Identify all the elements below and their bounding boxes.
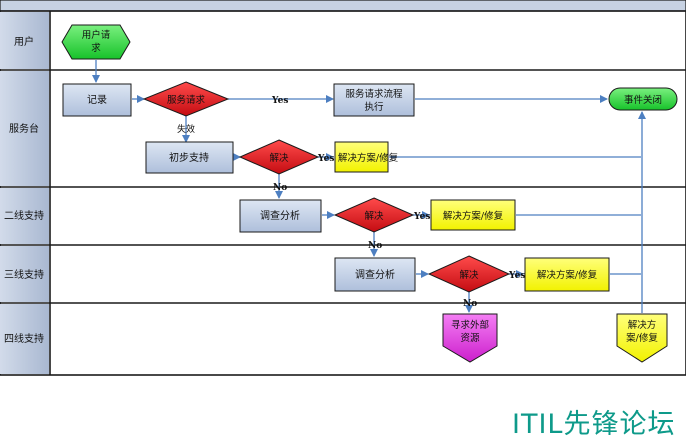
node-resolve-1 [238, 139, 320, 175]
node-external [442, 313, 498, 363]
node-service-request-label: 服务请求 [167, 94, 206, 106]
label-yes-3: Yes [413, 212, 430, 222]
lane-label-servicedesk: 服务台 [9, 122, 39, 135]
connectors [92, 60, 646, 313]
node-resolve-2 [333, 197, 415, 233]
label-no-3: No [463, 299, 477, 309]
node-analysis-2 [239, 199, 322, 233]
node-service-flow-line2: 执行 [364, 101, 384, 113]
node-incident-close-label: 事件关闭 [624, 94, 662, 106]
node-analysis-2-label: 调查分析 [260, 209, 300, 222]
node-solution-1-label: 解决方案/修复 [338, 152, 399, 164]
lane-grid [0, 10, 686, 376]
node-resolve-3 [427, 255, 511, 293]
edge-labels: Yes 失效 Yes No Yes No Yes No [177, 96, 525, 309]
node-solution-3 [524, 257, 610, 292]
node-external-line2: 资源 [460, 333, 480, 344]
node-solution-3-label: 解决方案/修复 [537, 269, 598, 281]
node-incident-close [608, 87, 678, 111]
lane-label-line4: 四线支持 [4, 332, 44, 345]
top-strip [0, 0, 686, 12]
lane-label-user: 用户 [14, 35, 34, 48]
node-user-request-line1: 用户请 [82, 29, 111, 41]
label-no-1: No [273, 183, 287, 193]
lane-header-line3 [0, 246, 49, 302]
watermark-logo: ITIL先锋论坛 [512, 409, 676, 440]
node-solution-2-label: 解决方案/修复 [443, 210, 504, 222]
node-service-flow-line1: 服务请求流程 [345, 88, 403, 100]
node-user-request [61, 24, 131, 60]
lane-header-line2 [0, 188, 49, 244]
node-external-line1: 寻求外部 [451, 319, 489, 331]
lane-header-servicedesk [0, 71, 49, 186]
node-service-request [142, 81, 230, 117]
label-yes-4: Yes [508, 271, 525, 281]
nodes: 用户请 求 记录 服务请求 服务请求流程 执行 事件关闭 初步支持 解决 解决方… [61, 24, 678, 363]
lane-headers: 用户 服务台 二线支持 三线支持 四线支持 [0, 12, 49, 374]
node-initial-support-label: 初步支持 [169, 151, 209, 164]
node-solution-4 [616, 313, 668, 363]
node-record [62, 83, 132, 117]
node-record-label: 记录 [87, 94, 107, 106]
label-no-2: No [368, 241, 382, 251]
node-resolve-3-label: 解决 [459, 269, 479, 281]
node-resolve-2-label: 解决 [364, 210, 384, 222]
node-analysis-3 [334, 257, 416, 292]
node-solution-4-line2: 案/修复 [626, 332, 658, 344]
label-yes-1: Yes [271, 96, 288, 106]
node-analysis-3-label: 调查分析 [355, 268, 395, 281]
lane-label-line2: 二线支持 [4, 209, 44, 222]
lane-header-user [0, 12, 49, 69]
label-yes-2: Yes [317, 154, 334, 164]
node-user-request-line2: 求 [91, 42, 101, 54]
lane-label-line3: 三线支持 [4, 268, 44, 281]
label-fail: 失效 [177, 123, 195, 135]
lane-header-line4 [0, 304, 49, 374]
node-initial-support [145, 141, 234, 174]
node-solution-4-line1: 解决方 [628, 319, 657, 331]
node-solution-2 [430, 199, 516, 231]
node-resolve-1-label: 解决 [269, 152, 289, 164]
node-solution-1 [334, 141, 389, 173]
node-service-flow [333, 83, 415, 117]
